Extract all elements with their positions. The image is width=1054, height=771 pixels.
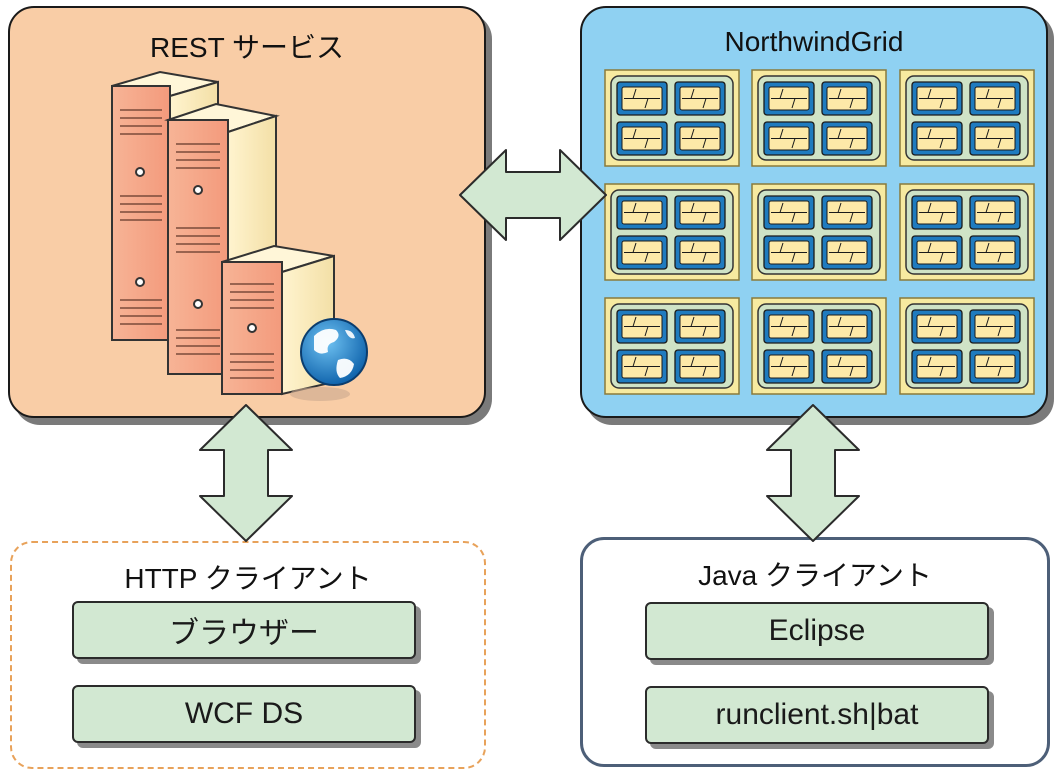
- grid-node-tile: [821, 349, 873, 384]
- grid-node-tile: [821, 309, 873, 344]
- grid-node-tile: [821, 81, 873, 116]
- http-client-box: HTTP クライアント ブラウザー WCF DS: [10, 541, 486, 769]
- eclipse-button[interactable]: Eclipse: [645, 602, 989, 660]
- grid-node-tile: [821, 235, 873, 270]
- double-arrow-icon: [459, 149, 607, 241]
- server-rack-icon: [111, 70, 350, 401]
- rest-service-title: REST サービス: [150, 32, 344, 63]
- grid-node-cluster: [899, 69, 1035, 167]
- grid-node-cluster: [604, 297, 740, 395]
- runclient-button[interactable]: runclient.sh|bat: [645, 686, 989, 744]
- grid-node-tile: [911, 349, 963, 384]
- grid-node-tile: [674, 81, 726, 116]
- grid-node-cluster: [751, 297, 887, 395]
- grid-node-tile: [674, 195, 726, 230]
- grid-node-tile: [969, 195, 1021, 230]
- grid-node-tile: [616, 195, 668, 230]
- grid-node-cluster: [604, 183, 740, 281]
- globe-icon: [300, 318, 368, 386]
- grid-node-tile: [969, 349, 1021, 384]
- grid-node-tile: [969, 81, 1021, 116]
- grid-node-tile: [911, 81, 963, 116]
- java-client-title: Java クライアント: [698, 560, 932, 591]
- browser-button[interactable]: ブラウザー: [72, 601, 416, 659]
- grid-node-tile: [763, 121, 815, 156]
- grid-node-tile: [911, 195, 963, 230]
- grid-node-tile: [969, 309, 1021, 344]
- grid-node-tile: [911, 309, 963, 344]
- grid-node-tile: [763, 81, 815, 116]
- double-arrow-icon: [199, 404, 293, 542]
- grid-node-tile: [969, 235, 1021, 270]
- grid-node-tile: [616, 235, 668, 270]
- grid-node-tile: [616, 309, 668, 344]
- grid-node-tile: [616, 81, 668, 116]
- grid-node-tile: [674, 121, 726, 156]
- grid-node-tile: [821, 195, 873, 230]
- grid-node-tile: [969, 121, 1021, 156]
- grid-node-tile: [616, 349, 668, 384]
- grid-node-cluster: [604, 69, 740, 167]
- grid-container-icon: [604, 69, 1035, 395]
- grid-node-tile: [616, 121, 668, 156]
- grid-node-cluster: [751, 69, 887, 167]
- grid-node-tile: [763, 195, 815, 230]
- grid-node-tile: [911, 235, 963, 270]
- grid-node-tile: [763, 235, 815, 270]
- grid-node-cluster: [899, 183, 1035, 281]
- grid-node-tile: [763, 309, 815, 344]
- double-arrow-icon: [766, 404, 860, 542]
- grid-node-tile: [674, 349, 726, 384]
- wcf-ds-button[interactable]: WCF DS: [72, 685, 416, 743]
- northwind-grid-title: NorthwindGrid: [724, 26, 904, 57]
- grid-node-cluster: [899, 297, 1035, 395]
- grid-node-tile: [763, 349, 815, 384]
- grid-node-tile: [674, 235, 726, 270]
- http-client-title: HTTP クライアント: [124, 563, 372, 594]
- grid-node-tile: [821, 121, 873, 156]
- grid-node-tile: [911, 121, 963, 156]
- grid-node-tile: [674, 309, 726, 344]
- java-client-box: Java クライアント Eclipse runclient.sh|bat: [580, 537, 1050, 767]
- grid-node-cluster: [751, 183, 887, 281]
